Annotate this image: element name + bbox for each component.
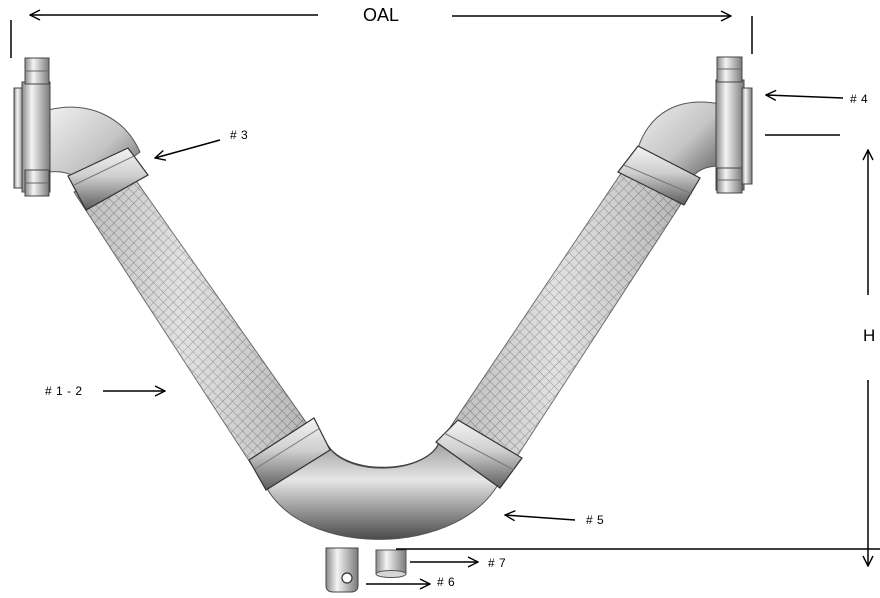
h-label: H bbox=[863, 326, 876, 345]
callout-7-label: # 7 bbox=[488, 556, 507, 570]
callout-4-arrow bbox=[766, 95, 844, 98]
bottom-left-ferrule bbox=[248, 417, 331, 491]
right-braided-hose bbox=[444, 159, 691, 476]
callout-3-label: # 3 bbox=[230, 128, 249, 142]
callout-5-arrow bbox=[505, 515, 576, 520]
oal-dimension bbox=[10, 15, 753, 58]
callout-5-label: # 5 bbox=[586, 513, 605, 527]
callout-3-arrow bbox=[155, 139, 221, 158]
bottom-right-ferrule bbox=[435, 419, 523, 489]
h-dimension bbox=[396, 134, 880, 566]
callout-1-2-label: # 1 - 2 bbox=[45, 384, 83, 398]
callout-6-label: # 6 bbox=[437, 575, 456, 589]
lifting-lug bbox=[325, 547, 359, 593]
top-right-ferrule bbox=[617, 145, 701, 206]
callout-4-label: # 4 bbox=[850, 92, 869, 106]
top-left-ferrule bbox=[67, 147, 149, 211]
right-flange bbox=[715, 56, 753, 194]
drain-port bbox=[375, 549, 407, 578]
oal-label: OAL bbox=[363, 5, 400, 25]
left-flange bbox=[13, 57, 51, 197]
left-braided-hose bbox=[73, 164, 316, 471]
